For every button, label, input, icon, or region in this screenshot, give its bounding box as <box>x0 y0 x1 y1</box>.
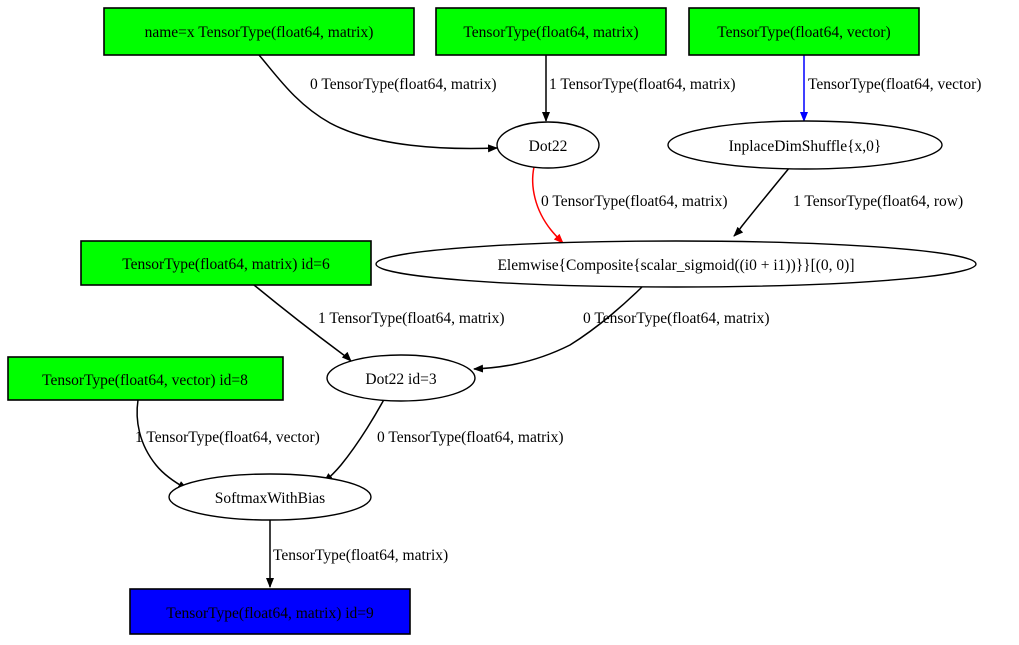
node-output-box[interactable] <box>129 588 411 635</box>
node-input-w1[interactable]: TensorType(float64, matrix) <box>435 7 667 56</box>
node-op-dot22-label: Dot22 <box>529 138 568 155</box>
node-input-x-box[interactable] <box>103 7 415 56</box>
node-op-dot22-id3-ellipse[interactable] <box>326 354 476 402</box>
node-input-w2[interactable]: TensorType(float64, matrix) id=6 <box>80 240 372 286</box>
node-op-dot22[interactable]: Dot22 <box>496 121 600 169</box>
edge-b1-to-dimshuffle: TensorType(float64, vector) <box>800 55 981 122</box>
node-input-x[interactable]: name=x TensorType(float64, matrix) <box>103 7 415 56</box>
edge-b2-to-softmax: 1 TensorType(float64, vector) <box>135 399 320 490</box>
node-input-b1-box[interactable] <box>688 7 920 56</box>
node-input-w1-box[interactable] <box>435 7 667 56</box>
node-input-b1[interactable]: TensorType(float64, vector) <box>688 7 920 56</box>
node-op-inplacedimshuffle[interactable]: InplaceDimShuffle{x,0} <box>667 120 943 170</box>
edge-w2-to-dot22b: 1 TensorType(float64, matrix) <box>253 284 505 362</box>
node-input-b2-label: TensorType(float64, vector) id=8 <box>42 372 248 389</box>
edge-label-x-dot22: 0 TensorType(float64, matrix) <box>310 76 497 93</box>
node-input-w1-label: TensorType(float64, matrix) <box>463 24 638 41</box>
edge-w1-to-dot22: 1 TensorType(float64, matrix) <box>542 55 736 122</box>
edge-label-dot22-elemwise: 0 TensorType(float64, matrix) <box>541 193 728 210</box>
edge-label-b1-dimshuffle: TensorType(float64, vector) <box>808 76 981 93</box>
edge-label-w1-dot22: 1 TensorType(float64, matrix) <box>549 76 736 93</box>
node-op-softmaxwithbias-label: SoftmaxWithBias <box>215 490 325 507</box>
node-op-softmaxwithbias-ellipse[interactable] <box>168 473 372 521</box>
node-op-inplacedimshuffle-label: InplaceDimShuffle{x,0} <box>729 138 882 155</box>
node-input-b2-box[interactable] <box>7 356 284 401</box>
edge-dot22b-to-softmax: 0 TensorType(float64, matrix) <box>323 391 564 483</box>
edge-softmax-to-output: TensorType(float64, matrix) <box>266 519 448 588</box>
node-input-w2-label: TensorType(float64, matrix) id=6 <box>122 256 330 273</box>
edge-label-softmax-output: TensorType(float64, matrix) <box>273 547 448 564</box>
node-output[interactable]: TensorType(float64, matrix) id=9 <box>129 588 411 635</box>
node-op-dot22-ellipse[interactable] <box>496 121 600 169</box>
node-op-softmaxwithbias[interactable]: SoftmaxWithBias <box>168 473 372 521</box>
edge-elemwise-to-dot22b: 0 TensorType(float64, matrix) <box>473 283 770 373</box>
edge-label-dimshuffle-elemwise: 1 TensorType(float64, row) <box>793 193 963 210</box>
node-input-x-label: name=x TensorType(float64, matrix) <box>145 24 374 41</box>
edge-dot22-to-elemwise: 0 TensorType(float64, matrix) <box>531 166 728 244</box>
node-input-w2-box[interactable] <box>80 240 372 286</box>
node-op-inplacedimshuffle-ellipse[interactable] <box>667 120 943 170</box>
node-op-dot22-id3[interactable]: Dot22 id=3 <box>326 354 476 402</box>
node-input-b1-label: TensorType(float64, vector) <box>717 24 890 41</box>
edge-x-to-dot22: 0 TensorType(float64, matrix) <box>258 54 498 153</box>
node-op-elemwise-label: Elemwise{Composite{scalar_sigmoid((i0 + … <box>497 257 854 274</box>
node-op-dot22-id3-label: Dot22 id=3 <box>365 371 436 388</box>
edge-label-b2-softmax: 1 TensorType(float64, vector) <box>135 429 320 446</box>
node-input-b2[interactable]: TensorType(float64, vector) id=8 <box>7 356 284 401</box>
edge-label-elemwise-dot22b: 0 TensorType(float64, matrix) <box>583 310 770 327</box>
node-output-label: TensorType(float64, matrix) id=9 <box>166 605 374 622</box>
edge-label-dot22b-softmax: 0 TensorType(float64, matrix) <box>377 429 564 446</box>
node-op-elemwise[interactable]: Elemwise{Composite{scalar_sigmoid((i0 + … <box>375 240 977 288</box>
node-op-elemwise-ellipse[interactable] <box>375 240 977 288</box>
edge-label-w2-dot22b: 1 TensorType(float64, matrix) <box>318 310 505 327</box>
edge-dimshuffle-to-elemwise: 1 TensorType(float64, row) <box>733 166 963 237</box>
